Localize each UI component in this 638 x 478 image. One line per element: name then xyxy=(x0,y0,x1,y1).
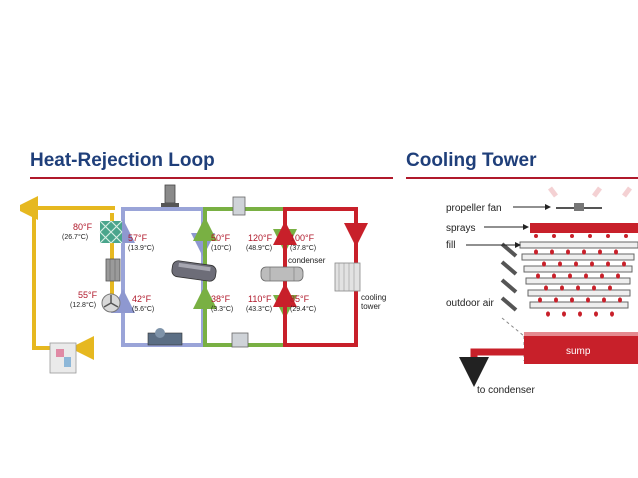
heat-exchanger-icon xyxy=(105,258,121,282)
temp-37-8c: (37.8°C) xyxy=(290,244,316,252)
temp-100f: 100°F xyxy=(290,233,315,243)
temp-43-3c: (43.3°C) xyxy=(246,305,272,313)
temp-55f: 55°F xyxy=(78,290,98,300)
cooling-tower-label-2: tower xyxy=(361,302,381,311)
temp-80f: 80°F xyxy=(73,222,93,232)
airflow-arrows xyxy=(548,186,632,198)
coil-icon xyxy=(99,220,123,244)
outlet-pipe xyxy=(459,348,524,387)
label-sump: sump xyxy=(566,346,591,357)
temp-10c: (10°C) xyxy=(211,244,231,252)
pump-bottom-icon xyxy=(147,328,183,346)
label-sprays: sprays xyxy=(446,223,475,234)
cooling-tower-diagram: propeller fan sprays fill outdoor air su… xyxy=(446,186,638,396)
temp-50f: 50°F xyxy=(211,233,231,243)
chiller-icon xyxy=(171,260,217,282)
temp-13-9c: (13.9°C) xyxy=(128,244,154,252)
louvers xyxy=(500,242,518,312)
condenser-label: condenser xyxy=(288,256,326,265)
temp-29-4c: (29.4°C) xyxy=(290,305,316,313)
heat-rejection-rule xyxy=(30,177,393,179)
air-handler-icon xyxy=(49,342,77,374)
temp-5-6c: (5.6°C) xyxy=(132,305,154,313)
water-droplets xyxy=(534,249,626,317)
valve-top-green-icon xyxy=(232,196,246,216)
cooling-tower-title: Cooling Tower xyxy=(406,150,537,171)
label-fill: fill xyxy=(446,240,455,251)
temp-3-3c: (3.3°C) xyxy=(211,305,233,313)
label-outdoor-air: outdoor air xyxy=(446,298,494,309)
cooling-tower-rule xyxy=(406,177,638,179)
label-propeller-fan: propeller fan xyxy=(446,203,502,214)
temp-38f: 38°F xyxy=(211,294,231,304)
cooling-tower-label-1: cooling xyxy=(361,293,386,302)
temp-57f: 57°F xyxy=(128,233,148,243)
temp-42f: 42°F xyxy=(132,294,152,304)
sump-basin xyxy=(524,332,638,364)
heat-rejection-title: Heat-Rejection Loop xyxy=(30,150,215,171)
fill-layers xyxy=(519,241,638,309)
label-to-condenser: to condenser xyxy=(477,385,535,396)
temp-12-8c: (12.8°C) xyxy=(70,301,96,309)
temp-26-7c: (26.7°C) xyxy=(62,233,88,241)
temp-110f: 110°F xyxy=(248,294,272,304)
fan-icon xyxy=(101,293,121,313)
temp-48-9c: (48.9°C) xyxy=(246,244,272,252)
pump-green-icon xyxy=(231,332,249,348)
valve-top-icon xyxy=(161,184,179,207)
condenser-icon xyxy=(260,266,304,282)
propeller-fan-icon xyxy=(556,203,602,211)
spray-header xyxy=(530,223,638,238)
cooling-tower-icon xyxy=(334,262,361,292)
heat-rejection-diagram: 80°F (26.7°C) 55°F (12.8°C) 57°F (13.9°C… xyxy=(20,184,386,374)
temp-85f: 85°F xyxy=(290,294,310,304)
temp-120f: 120°F xyxy=(248,233,273,243)
